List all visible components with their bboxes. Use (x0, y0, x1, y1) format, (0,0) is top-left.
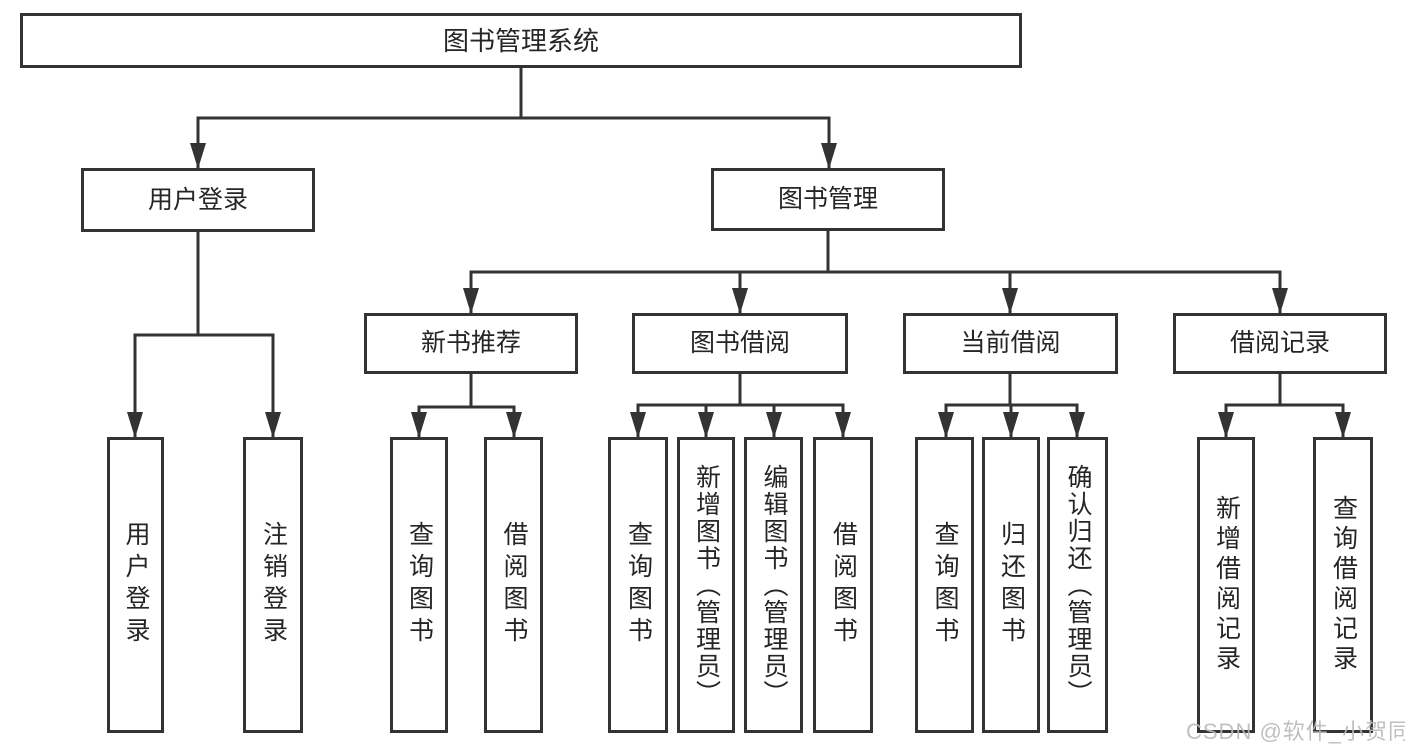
node-user-login: 用户登录 (81, 168, 315, 232)
leaf-query-borrow-record: 查询借阅记录 (1313, 437, 1373, 733)
node-borrow-records: 借阅记录 (1173, 313, 1387, 374)
node-book-borrow: 图书借阅 (632, 313, 848, 374)
connector-book-management (469, 231, 1282, 313)
connector-book-borrow (636, 374, 845, 437)
node-new-book-recommend: 新书推荐 (364, 313, 578, 374)
leaf-return-books: 归还图书 (982, 437, 1040, 733)
leaf-borrow-books-1: 借阅图书 (484, 437, 543, 733)
leaf-query-books-2: 查询图书 (608, 437, 668, 733)
leaf-user-login: 用户登录 (107, 437, 164, 733)
leaf-label: 注销登录 (259, 521, 288, 649)
leaf-query-books-3: 查询图书 (915, 437, 974, 733)
leaf-label: 归还图书 (997, 521, 1026, 649)
leaf-borrow-books-2: 借阅图书 (813, 437, 873, 733)
leaf-add-books-admin: 新增图书（管理员） (677, 437, 735, 733)
leaf-label: 借阅图书 (829, 521, 858, 649)
arrowhead-icons (127, 143, 1351, 438)
leaf-label: 新增借阅记录 (1212, 495, 1241, 675)
leaf-query-books-1: 查询图书 (390, 437, 448, 733)
leaf-label: 查询图书 (624, 521, 653, 649)
leaf-logout: 注销登录 (243, 437, 303, 733)
leaf-label: 查询图书 (405, 521, 434, 649)
connector-user-login (133, 232, 275, 437)
leaf-label: 借阅图书 (500, 521, 528, 649)
csdn-watermark: CSDN @软件_小贺同学 (1186, 719, 1405, 744)
leaf-edit-books-admin: 编辑图书（管理员） (744, 437, 803, 733)
leaf-label: 用户登录 (122, 521, 150, 649)
leaf-add-borrow-record: 新增借阅记录 (1197, 437, 1255, 733)
connector-new-book (417, 374, 516, 437)
leaf-confirm-return-admin: 确认归还（管理员） (1047, 437, 1108, 733)
leaf-label: 编辑图书（管理员） (760, 463, 788, 707)
connector-borrow-records (1224, 374, 1345, 437)
leaf-label: 确认归还（管理员） (1064, 463, 1092, 707)
node-book-management: 图书管理 (711, 168, 945, 231)
leaf-label: 查询借阅记录 (1329, 495, 1358, 675)
leaf-label: 查询图书 (931, 521, 959, 649)
node-root: 图书管理系统 (20, 13, 1022, 68)
connector-root (196, 68, 831, 168)
node-current-borrow: 当前借阅 (903, 313, 1118, 374)
leaf-label: 新增图书（管理员） (692, 463, 721, 707)
